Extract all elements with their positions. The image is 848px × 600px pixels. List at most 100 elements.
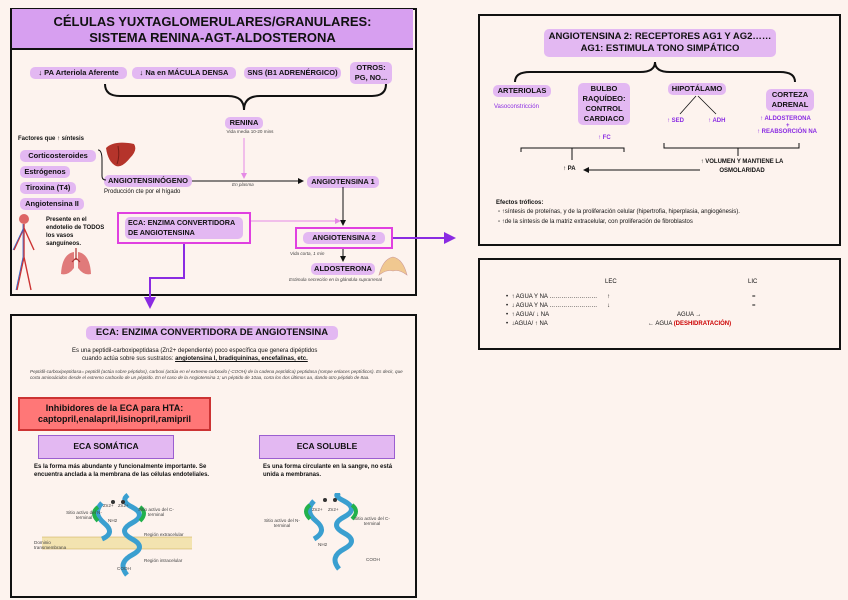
target-corteza: CORTEZA ADRENAL <box>766 89 814 111</box>
eca-soluble-header: ECA SOLUBLE <box>259 435 395 459</box>
adrenal-gland-icon <box>378 256 408 276</box>
eca-somatica-desc: Es la forma más abundante y funcionalmen… <box>34 464 210 478</box>
page-title: CÉLULAS YUXTAGLOMERULARES/GRANULARES: SI… <box>12 9 413 50</box>
title-line-2: SISTEMA RENINA-AGT-ALDOSTERONA <box>89 30 336 45</box>
fluid-row-2: • ↓ AGUA Y NA …………………… <box>506 303 598 309</box>
fluid-row-1-text: ↑ AGUA Y NA …………………… <box>511 294 598 300</box>
troficos-item-1: ▫ ↑síntesis de proteínas, y de la prolif… <box>498 209 740 215</box>
corteza-effect-reabsorcion: ↑ REABSORCIÓN NA <box>757 129 818 135</box>
somatica-intracelular-label: Región intracelular <box>144 558 183 563</box>
somatica-nh2-label: NH2 <box>108 518 118 523</box>
soluble-nh2-label: NH2 <box>318 542 328 547</box>
angiotensina1-pill: ANGIOTENSINA 1 <box>307 176 379 188</box>
troficos-heading: Efectos tróficos: <box>496 200 544 206</box>
soluble-cooh-label: COOH <box>366 557 380 562</box>
lec-header: LEC <box>605 279 617 285</box>
inhibitors-box: Inhibidores de la ECA para HTA: captopri… <box>18 397 211 431</box>
hipotalamo-effect-adh: ↑ ADH <box>708 118 726 124</box>
corteza-effect-aldosterona: ↑ ALDOSTERONA <box>760 116 811 122</box>
vascular-body-icon <box>12 214 35 291</box>
eca-desc-2: cuando actúa sobre sus sustratos: angiot… <box>82 356 308 362</box>
factor-angiotensina2: Angiotensina II <box>20 198 84 210</box>
fluid-row-4: • ↓AGUA/ ↑ NA <box>506 321 548 327</box>
fluid-row-3-text: ↑ AGUA/ ↓ NA <box>511 312 550 318</box>
receptors-line-1: ANGIOTENSINA 2: RECEPTORES AG1 Y AG2…… <box>548 31 772 42</box>
eca-soluble-desc: Es una forma circulante en la sangre, no… <box>263 464 393 478</box>
fluid-row-4-mid: ← AGUA (DESHIDRATACIÓN) <box>648 321 731 327</box>
volumen-result: ↑ VOLUMEN Y MANTIENE LA OSMOLARIDAD <box>700 159 784 174</box>
stimulus-otros-text: OTROS: PG, NO... <box>354 63 388 82</box>
troficos-item-2-text: ↑de la síntesis de la matriz extracelula… <box>501 219 693 225</box>
eca-section-title: ECA: ENZIMA CONVERTIDORA DE ANGIOTENSINA <box>86 326 338 340</box>
pa-result: ↑ PA <box>563 166 576 172</box>
deshidratacion-label: (DESHIDRATACIÓN) <box>673 321 732 327</box>
fluid-row-1-arrow: ↑ <box>607 294 610 300</box>
factor-estrogenos: Estrógenos <box>20 166 70 178</box>
lungs-icon <box>61 248 91 275</box>
somatica-cooh-label: COOH <box>117 566 131 571</box>
somatica-sitio-c-label: Sitio activo del C-terminal <box>138 507 174 517</box>
fluid-row-2-text: ↓ AGUA Y NA …………………… <box>511 303 598 309</box>
angiotensinogeno-note: Producción cte por el hígado <box>104 189 181 195</box>
eca-desc-1: Es una peptidil-carboxipeptidasa (Zn2+ d… <box>72 348 318 354</box>
soluble-sitio-c-label: Sitio activo del C-terminal <box>354 516 390 526</box>
aldosterona-note: Estimula secreción en la glándula suprar… <box>289 277 382 282</box>
troficos-item-2: ▫ ↑de la síntesis de la matriz extracelu… <box>498 219 693 225</box>
eca-box-label: ECA: ENZIMA CONVERTIDORA DE ANGIOTENSINA <box>125 217 243 239</box>
eca-detail: Peptidil-carboxipeptidasa= peptidil (act… <box>30 369 403 380</box>
soluble-zn-label-1: Zn2+ <box>312 507 323 512</box>
inhibitors-list: captopril,enalapril,lisinopril,ramipril <box>37 414 192 424</box>
bulbo-effect: ↑ FC <box>598 135 611 141</box>
target-hipotalamo: HIPOTÁLAMO <box>668 83 726 95</box>
target-arteriolas: ARTERIOLAS <box>493 85 551 97</box>
factors-heading: Factores que ↑ síntesis <box>18 136 85 142</box>
factor-corticosteroides: Corticosteroides <box>20 150 96 162</box>
angiotensinogeno-pill: ANGIOTENSINÓGENO <box>104 175 192 187</box>
inhibitors-title: Inhibidores de la ECA para HTA: <box>45 403 184 413</box>
somatica-dominio-label: Dominio transmembrana <box>34 540 67 550</box>
somatica-zn-label-2: Zn2+ <box>118 503 129 508</box>
troficos-item-1-text: ↑síntesis de proteínas, y de la prolifer… <box>501 209 740 215</box>
fluid-row-4-mid-text: ← AGUA <box>648 321 673 327</box>
angiotensina2-label: ANGIOTENSINA 2 <box>303 232 385 244</box>
fluid-row-3: • ↑ AGUA/ ↓ NA <box>506 312 550 318</box>
receptors-line-2: AG1: ESTIMULA TONO SIMPÁTICO <box>580 43 740 54</box>
renina-note: Vida media 10-20 mins <box>226 129 274 134</box>
fluid-row-4-text: ↓AGUA/ ↑ NA <box>511 321 548 327</box>
liver-icon <box>106 142 136 167</box>
corteza-plus: + <box>786 123 790 129</box>
soluble-sitio-n-label: Sitio activo del N-terminal <box>264 518 300 528</box>
en-plasma-label: En plasma <box>232 182 254 187</box>
fluid-row-2-arrow: ↓ <box>607 303 610 309</box>
fluid-row-3-mid: AGUA → <box>677 312 702 318</box>
lic-header: LIC <box>748 279 758 285</box>
eca-box: ECA: ENZIMA CONVERTIDORA DE ANGIOTENSINA <box>117 212 251 244</box>
target-bulbo: BULBO RAQUÍDEO: CONTROL CARDIACO <box>578 83 630 125</box>
eca-substrates: angiotensina I, bradiquininas, encefalin… <box>175 356 308 362</box>
hipotalamo-effect-sed: ↑ SED <box>667 118 685 124</box>
stimulus-na: ↓ Na en MÁCULA DENSA <box>132 67 236 79</box>
somatica-zn-label-1: Zn2+ <box>103 503 114 508</box>
arteriolas-effect: Vasoconstricción <box>494 104 539 110</box>
endothelium-note: Presente en el endotelio de TODOS los va… <box>46 217 105 247</box>
fluid-row-1-lic: = <box>752 294 756 300</box>
eca-desc-2-text: cuando actúa sobre sus sustratos: <box>82 356 176 362</box>
stimulus-otros: OTROS: PG, NO... <box>350 62 392 84</box>
soluble-zn-label-2: Zn2+ <box>328 507 339 512</box>
eca-somatica-header: ECA SOMÁTICA <box>38 435 174 459</box>
somatica-region-label: Región extracelular <box>144 532 184 537</box>
eca-somatica-figure <box>42 493 192 577</box>
fluid-row-2-lic: = <box>752 303 756 309</box>
angiotensina2-note: Vida corta, 1 min <box>290 251 325 256</box>
fluid-row-1: • ↑ AGUA Y NA …………………… <box>506 294 598 300</box>
eca-somatica-title: ECA SOMÁTICA <box>73 441 139 451</box>
eca-soluble-figure <box>304 493 358 571</box>
title-line-1: CÉLULAS YUXTAGLOMERULARES/GRANULARES: <box>53 14 372 29</box>
receptors-title: ANGIOTENSINA 2: RECEPTORES AG1 Y AG2…… A… <box>544 29 776 57</box>
eca-soluble-title: ECA SOLUBLE <box>296 441 358 451</box>
renina-pill: RENINA <box>225 117 263 129</box>
stimulus-sns: SNS (B1 ADRENÉRGICO) <box>244 67 341 79</box>
stimulus-pa: ↓ PA Arteriola Aferente <box>30 67 127 79</box>
fluid-panel <box>478 258 841 350</box>
factor-tiroxina: Tiroxina (T4) <box>20 182 76 194</box>
